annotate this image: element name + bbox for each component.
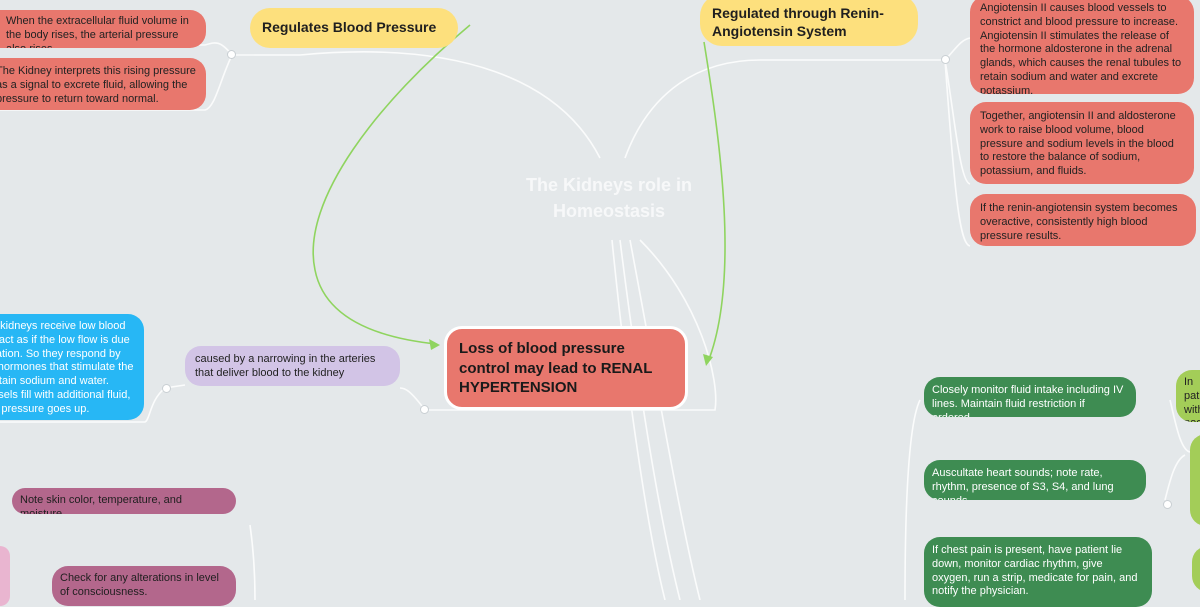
note-level-of-consciousness[interactable]: Check for any alterations in level of co…: [52, 566, 236, 606]
note-renin-overactive[interactable]: If the renin-angiotensin system becomes …: [970, 194, 1196, 246]
partial-lime-node-1[interactable]: In patients with poor... tolerance...: [1176, 370, 1200, 422]
partial-pink-node: [0, 546, 10, 606]
connector-dot: [162, 384, 171, 393]
partial-lime-node-3: [1192, 546, 1200, 592]
connector-dot: [1163, 500, 1172, 509]
note-chest-pain[interactable]: If chest pain is present, have patient l…: [924, 537, 1152, 607]
topic-renin-angiotensin[interactable]: Regulated through Renin-Angiotensin Syst…: [700, 0, 918, 46]
note-together-angiotensin[interactable]: Together, angiotensin II and aldosterone…: [970, 102, 1194, 184]
note-monitor-fluid-intake[interactable]: Closely monitor fluid intake including I…: [924, 377, 1136, 417]
central-topic[interactable]: The Kidneys role in Homeostasis: [525, 175, 693, 222]
note-kidney-interprets[interactable]: The Kidney interprets this rising pressu…: [0, 58, 206, 110]
note-narrowing-arteries[interactable]: caused by a narrowing in the arteries th…: [185, 346, 400, 386]
note-skin-color[interactable]: Note skin color, temperature, and moistu…: [12, 488, 236, 514]
connector-dot: [941, 55, 950, 64]
note-angiotensin-ii[interactable]: Angiotensin II causes blood vessels to c…: [970, 0, 1194, 94]
note-extracellular-volume[interactable]: When the extracellular fluid volume in t…: [0, 10, 206, 48]
note-low-blood-flow[interactable]: When the kidneys receive low blood flow,…: [0, 314, 144, 420]
connector-dot: [420, 405, 429, 414]
topic-renal-hypertension[interactable]: Loss of blood pressure control may lead …: [444, 326, 688, 410]
note-auscultate-heart[interactable]: Auscultate heart sounds; note rate, rhyt…: [924, 460, 1146, 500]
topic-regulates-blood-pressure[interactable]: Regulates Blood Pressure: [250, 8, 458, 48]
partial-lime-node-2: [1190, 434, 1200, 526]
connector-dot: [227, 50, 236, 59]
